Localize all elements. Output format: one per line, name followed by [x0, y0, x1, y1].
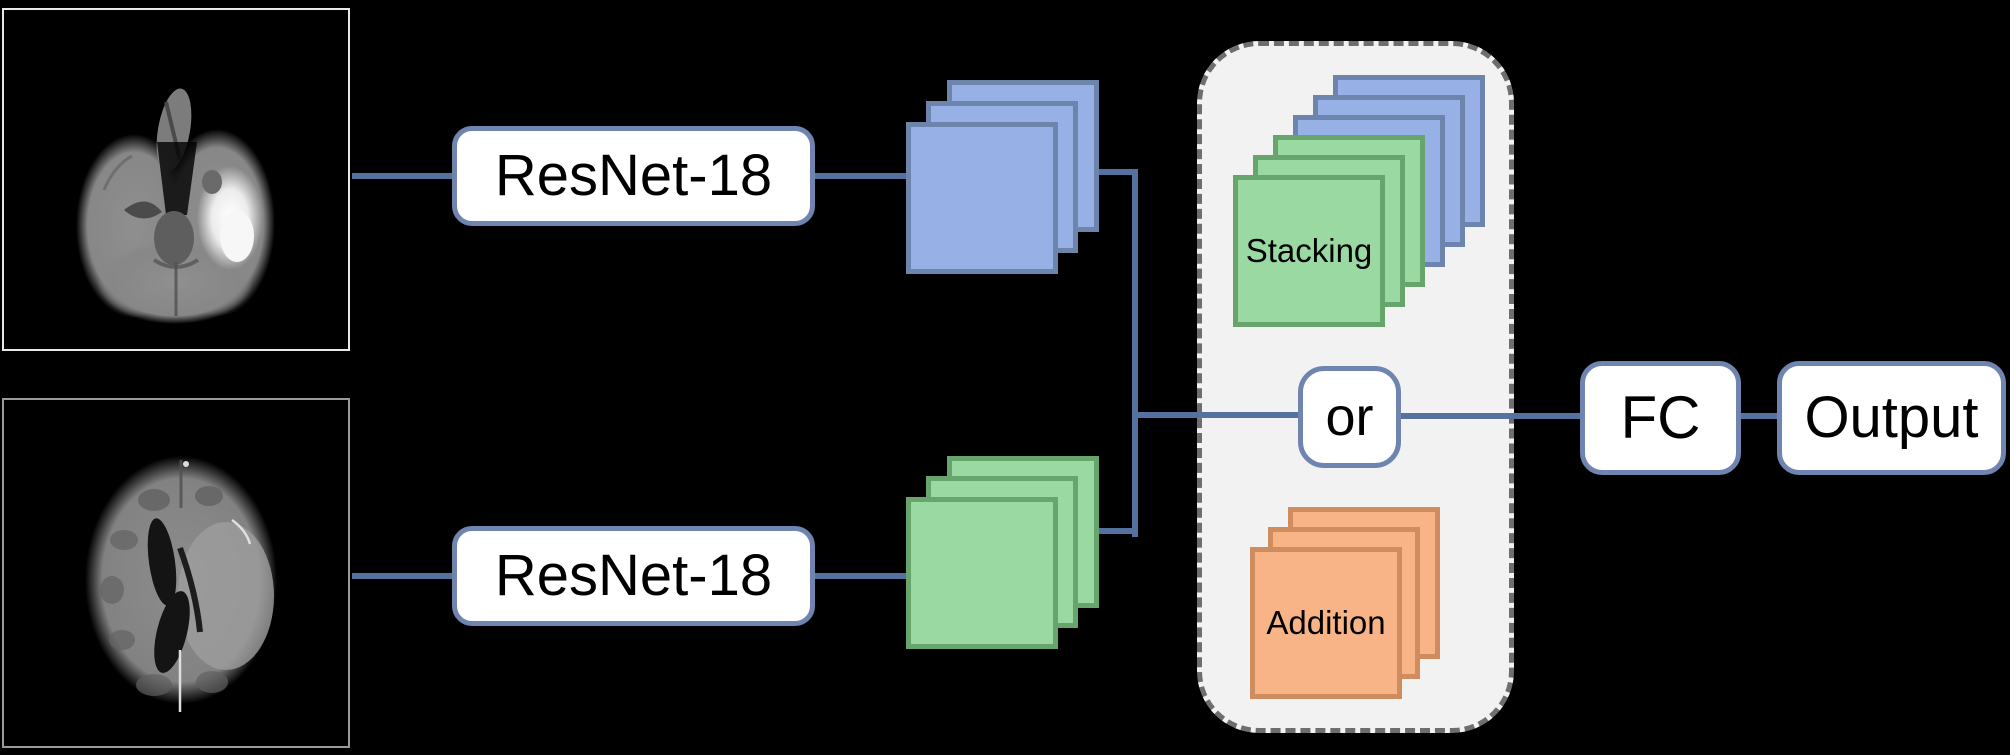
input-mri-panel-bottom [2, 398, 350, 748]
connector-junction-or [1132, 412, 1300, 418]
connector-resnet1-features [812, 173, 908, 179]
resnet18-box-bottom: ResNet-18 [452, 526, 815, 626]
or-box: or [1298, 366, 1401, 468]
addition-label: Addition [1266, 604, 1386, 641]
connector-fc-output [1740, 413, 1780, 419]
feature-map-sheet-blue [906, 122, 1058, 274]
brain-mri-t1c-image [85, 456, 277, 712]
stacking-label: Stacking [1245, 232, 1373, 269]
fc-box: FC [1580, 361, 1741, 475]
resnet18-label-bottom: ResNet-18 [494, 543, 773, 608]
connector-bluefeatures-junction [1096, 169, 1138, 175]
resnet18-label-top: ResNet-18 [494, 143, 773, 208]
feature-map-sheet-green [906, 497, 1058, 649]
connector-input2-resnet2 [352, 573, 452, 579]
connector-input1-resnet1 [352, 173, 452, 179]
resnet18-box-top: ResNet-18 [452, 126, 815, 226]
output-label: Output [1804, 385, 1979, 450]
addition-front-sheet: Addition [1250, 547, 1402, 699]
connector-junction-vertical [1132, 169, 1138, 537]
input-mri-panel-top [2, 8, 350, 351]
brain-mri-dwi-image [76, 88, 275, 324]
output-box: Output [1777, 361, 2006, 475]
connector-resnet2-features [812, 573, 908, 579]
fc-label: FC [1620, 384, 1701, 451]
connector-or-fc [1400, 413, 1582, 419]
connector-greenfeatures-junction [1096, 528, 1138, 534]
or-label: or [1325, 387, 1374, 447]
stacking-front-sheet: Stacking [1233, 175, 1385, 327]
